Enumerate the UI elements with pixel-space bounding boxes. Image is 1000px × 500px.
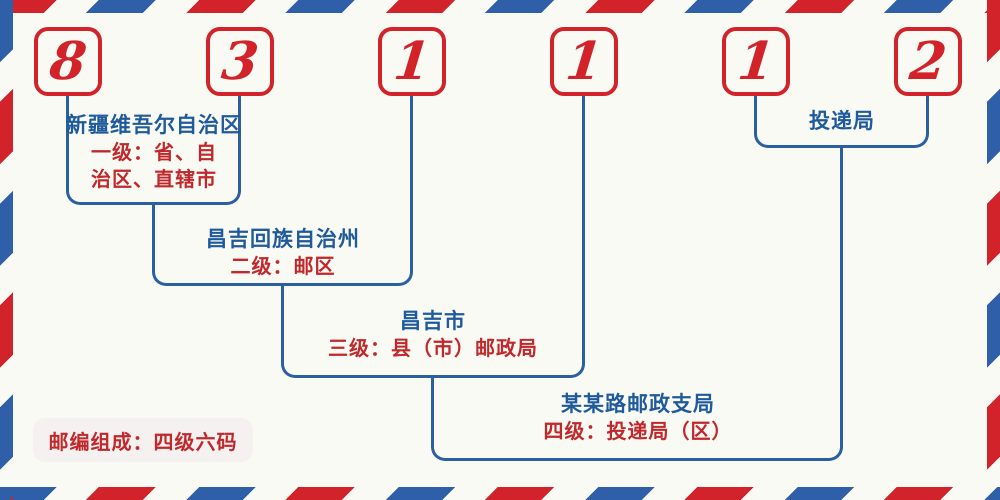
connector-digit4-line (582, 96, 585, 283)
level4-label-block: 某某路邮政支局 四级：投递局（区） (498, 391, 778, 446)
digit-box-4: 1 (550, 27, 618, 96)
level2-desc: 二级：邮区 (230, 256, 336, 278)
delivery-label: 投递局 (809, 110, 875, 133)
level2-name: 昌吉回族自治州 (206, 228, 360, 251)
digit-box-1: 8 (34, 27, 102, 96)
delivery-label-block: 投递局 (742, 108, 942, 136)
digit-box-6: 2 (894, 27, 962, 96)
level1-name: 新疆维吾尔自治区 (66, 114, 242, 137)
digit-2: 3 (218, 30, 262, 92)
digit-6: 2 (906, 30, 950, 92)
digit-box-3: 1 (378, 27, 446, 96)
level3-desc: 三级：县（市）邮政局 (328, 338, 538, 360)
airmail-border-top-icon (0, 0, 1000, 13)
level4-desc: 四级：投递局（区） (543, 421, 733, 443)
bracket-level4 (431, 375, 843, 461)
connector-digit3-line (410, 96, 413, 202)
level1-desc-line2: 治区、直辖市 (91, 169, 217, 191)
level1-label-block: 新疆维吾尔自治区 一级：省、自 治区、直辖市 (34, 112, 274, 194)
airmail-border-right-icon (987, 0, 1000, 500)
level3-label-block: 昌吉市 三级：县（市）邮政局 (293, 308, 573, 363)
level4-name: 某某路邮政支局 (561, 393, 715, 416)
airmail-border-left-icon (0, 0, 13, 500)
composition-label: 邮编组成：四级六码 (33, 418, 253, 462)
connector-delivery-drop-line (840, 145, 843, 375)
level2-label-block: 昌吉回族自治州 二级：邮区 (153, 226, 413, 281)
digit-box-2: 3 (206, 27, 274, 96)
digit-5: 1 (734, 30, 778, 92)
airmail-border-bottom-icon (0, 487, 1000, 500)
digit-4: 1 (562, 30, 606, 92)
digit-3: 1 (390, 30, 434, 92)
digit-box-5: 1 (722, 27, 790, 96)
level1-desc-line1: 一级：省、自 (91, 142, 217, 164)
digit-1: 8 (46, 30, 90, 92)
level3-name: 昌吉市 (400, 310, 466, 333)
